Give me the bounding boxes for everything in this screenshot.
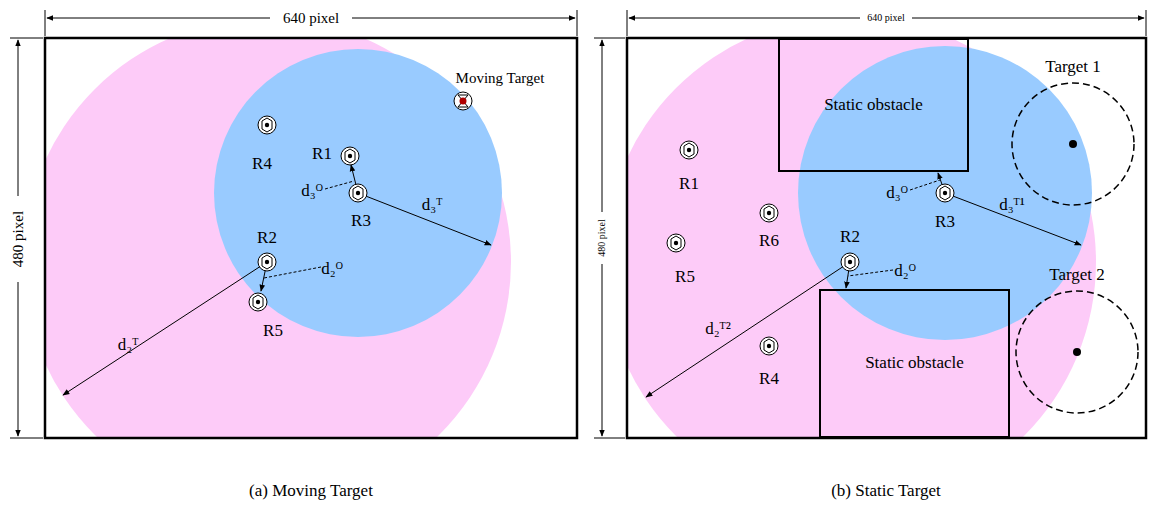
robot-icon [841, 253, 859, 271]
subfigure-caption: (b) Static Target [831, 482, 941, 499]
distance-label: d₂ᵀ [118, 336, 139, 353]
distance-label: d₃ᴼ [301, 182, 323, 199]
arena-frame [627, 38, 1146, 438]
target-label: Moving Target [456, 71, 545, 86]
dimension-lines [10, 10, 1146, 438]
coverage-regions [627, 38, 1096, 438]
obstacle-label: Static obstacle [824, 96, 923, 115]
obstacle-box: Static obstacle [778, 38, 969, 172]
subfigure-caption: (a) Moving Target [249, 482, 373, 499]
robot-label: R3 [935, 213, 955, 230]
robot-icon [760, 337, 778, 355]
robot-icon [249, 293, 267, 311]
robot-label: R1 [312, 145, 332, 162]
robot-icon [349, 184, 367, 202]
target-outline [1015, 290, 1139, 414]
robot-label: R5 [675, 268, 695, 285]
target-range-circle [627, 38, 1096, 438]
robot-label: R5 [263, 322, 283, 339]
moving-target-icon [454, 92, 472, 110]
target-outline [1011, 82, 1135, 206]
robot-label: R6 [759, 232, 779, 249]
distance-arrows [63, 165, 1081, 397]
robot-icons [249, 92, 954, 355]
robot-icon [680, 141, 698, 159]
dimension-label: 640 pixel [867, 13, 905, 23]
distance-label: d₂ᴼ [321, 260, 343, 277]
target-circle: Target 2 [1015, 290, 1139, 414]
robot-label: R3 [351, 212, 371, 229]
robot-icon [258, 253, 276, 271]
distance-label: d₃ᵀ¹ [999, 196, 1025, 213]
robot-label: R4 [759, 370, 779, 387]
target-circle: Target 1 [1011, 82, 1135, 206]
robot-icon [341, 147, 359, 165]
robot-label: R2 [840, 228, 860, 245]
robot-icon [936, 184, 954, 202]
obstacle-label: Static obstacle [865, 354, 964, 373]
robot-label: R4 [252, 155, 272, 172]
dimension-label: 480 pixel [11, 211, 26, 267]
robot-label: R2 [257, 229, 277, 246]
dimension-label: 480 pixel [597, 219, 607, 257]
robot-icon [760, 204, 778, 222]
distance-label: d₃ᴼ [886, 184, 908, 201]
target-heading: Target 1 [1045, 58, 1101, 77]
target-heading: Target 2 [1049, 266, 1105, 285]
coverage-regions [45, 38, 511, 438]
robot-icon [667, 234, 685, 252]
target-range-circle [798, 46, 1092, 340]
obstacle-box: Static obstacle [819, 289, 1010, 438]
distance-label: d₂ᵀ² [705, 320, 731, 337]
arena-frame [45, 38, 577, 438]
target-range-circle [214, 49, 502, 337]
robot-label: R1 [679, 175, 699, 192]
distance-label: d₂ᴼ [894, 262, 916, 279]
dimension-label: 640 pixel [283, 11, 339, 26]
robot-icon [258, 116, 276, 134]
distance-label: d₃ᵀ [422, 196, 443, 213]
target-range-circle [45, 38, 511, 438]
